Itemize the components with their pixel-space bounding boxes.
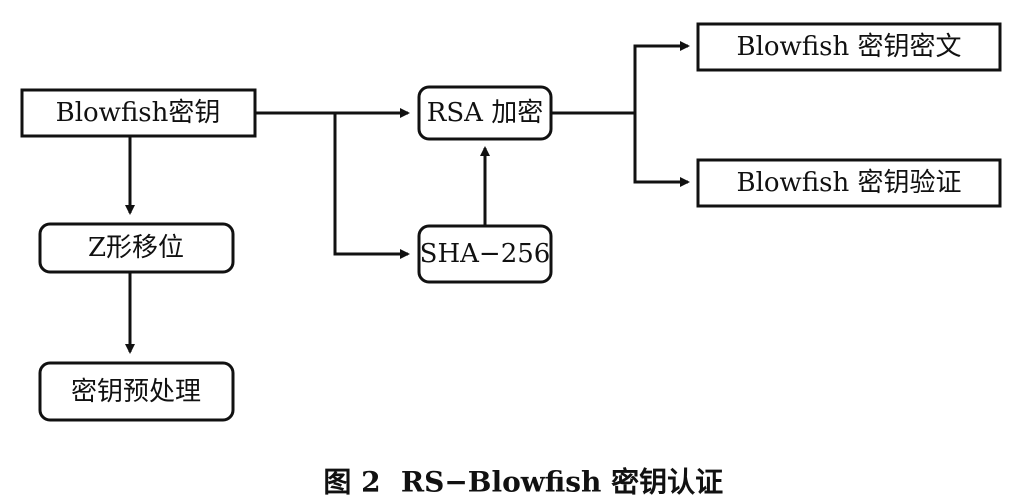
node-z-shift-box xyxy=(38,222,235,274)
node-rsa-encrypt: RSA 加密 xyxy=(417,85,553,141)
node-z-shift: Z形移位 xyxy=(38,222,235,274)
node-blowfish-verify: Blowfish 密钥验证 xyxy=(696,158,1002,208)
node-rsa-encrypt-box xyxy=(417,85,553,141)
node-rsa-encrypt-label: RSA 加密 xyxy=(427,98,543,128)
node-blowfish-key-label: Blowfish密钥 xyxy=(56,98,221,128)
connectors xyxy=(125,41,690,354)
node-key-preprocess-label: 密钥预处理 xyxy=(71,377,201,407)
node-key-preprocess: 密钥预处理 xyxy=(38,361,235,422)
node-sha256-box xyxy=(417,224,553,284)
node-blowfish-key: Blowfish密钥 xyxy=(20,88,257,138)
edge-key-to-sha256 xyxy=(333,113,410,259)
node-blowfish-ciphertext: Blowfish 密钥密文 xyxy=(696,22,1002,72)
node-blowfish-verify-box xyxy=(696,158,1002,208)
node-blowfish-ciphertext-box xyxy=(696,22,1002,72)
node-blowfish-verify-label: Blowfish 密钥验证 xyxy=(736,168,961,198)
node-sha256: SHA−256 xyxy=(417,224,553,284)
figure-title: RS−Blowfish 密钥认证 xyxy=(401,466,723,499)
edge-rsa-to-verify xyxy=(633,113,690,187)
figure-number: 图 2 xyxy=(323,466,380,499)
edge-rsa-to-ciphertext xyxy=(633,41,690,113)
node-z-shift-label: Z形移位 xyxy=(88,233,184,263)
node-blowfish-ciphertext-label: Blowfish 密钥密文 xyxy=(736,32,961,62)
node-key-preprocess-box xyxy=(38,361,235,422)
figure-caption: 图 2 RS−Blowfish 密钥认证 xyxy=(323,466,723,499)
node-blowfish-key-box xyxy=(20,88,257,138)
node-sha256-label: SHA−256 xyxy=(420,239,551,269)
